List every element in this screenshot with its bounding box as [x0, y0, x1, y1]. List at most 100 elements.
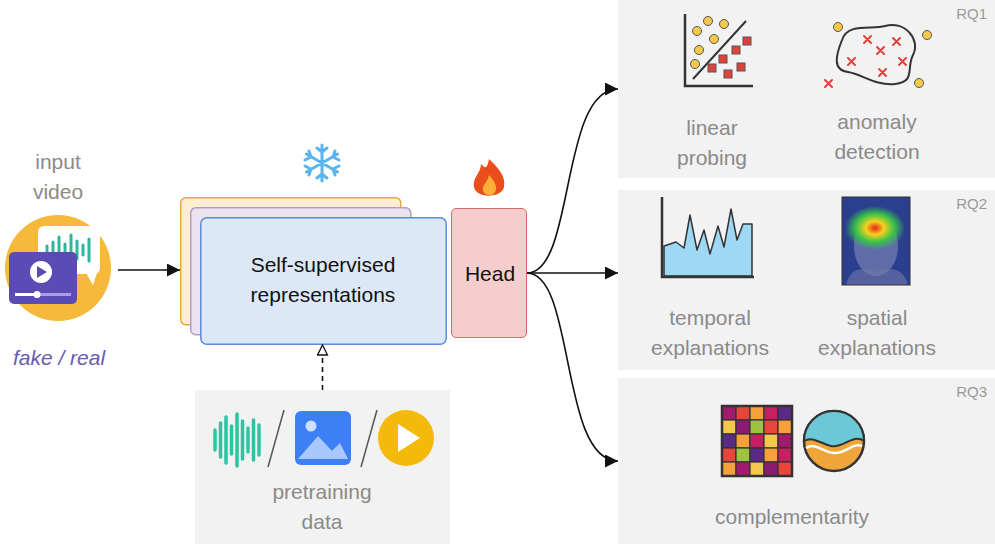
method-label: anomaly detection [812, 107, 942, 167]
slash [361, 410, 377, 467]
cluster-outline [837, 25, 915, 84]
temporal-plot-icon [662, 197, 754, 277]
cell [736, 420, 750, 434]
cell [778, 406, 792, 420]
rq-tag: RQ3 [923, 382, 987, 402]
slash [268, 410, 284, 467]
method-label: temporal explanations [635, 303, 785, 363]
shoulders [846, 269, 908, 285]
point [720, 20, 729, 29]
point [691, 60, 700, 69]
axes [662, 197, 754, 277]
method-label: complementarity [682, 502, 902, 532]
point [743, 37, 751, 45]
video-screen [9, 252, 77, 304]
cell [778, 448, 792, 462]
point [737, 63, 745, 71]
point [834, 23, 843, 32]
cell [764, 420, 778, 434]
speech-tail [86, 273, 97, 285]
encoder-stack: Self-supervised representations [180, 197, 447, 345]
point [708, 64, 716, 72]
input-group: input video fake / real [0, 145, 118, 395]
progress-knob [34, 291, 41, 298]
lower-half [804, 411, 864, 471]
video-circle [378, 410, 434, 466]
cell [736, 462, 750, 476]
encoder-label: Self-supervised representations [223, 250, 423, 310]
audio-wave [215, 414, 259, 466]
matrix-frame [722, 406, 792, 476]
anomaly-icon [825, 23, 932, 88]
heatmap [845, 206, 905, 250]
connector-arrow [322, 345, 324, 390]
heatmap-face-icon [842, 197, 910, 285]
anomaly-crosses [825, 36, 906, 87]
score-area [664, 209, 752, 276]
snowflake-lines [305, 145, 339, 181]
point [732, 46, 740, 54]
panel-label: pretraining data [257, 477, 387, 537]
image-sun [306, 421, 317, 432]
matrix-icon [722, 406, 792, 476]
point [710, 35, 719, 44]
frame [842, 197, 910, 285]
flame-outer [474, 159, 505, 196]
audio-wave [47, 235, 89, 265]
image-mountain [298, 436, 348, 459]
cell [750, 434, 764, 448]
method-label: spatial explanations [802, 303, 952, 363]
axes [685, 14, 753, 86]
point [724, 70, 732, 78]
pretraining-icons [215, 410, 434, 467]
cell [778, 420, 792, 434]
connector-arrow [527, 272, 618, 274]
method-label: linear probing [652, 113, 772, 173]
rq-tag: RQ2 [923, 194, 987, 214]
point [693, 27, 702, 36]
progress-bar [15, 293, 37, 296]
icon-circle [5, 215, 111, 321]
rq-panel: RQ3 complementarity [618, 378, 995, 544]
separator-line [693, 21, 746, 79]
scatter-icon [685, 14, 753, 86]
cell [722, 462, 736, 476]
image-icon [295, 411, 351, 465]
point [923, 31, 932, 40]
input-label: input video [13, 147, 103, 207]
rq-panel: RQ1 linear probing anomaly detection [618, 0, 995, 178]
wave-gap [806, 445, 862, 453]
cell [750, 462, 764, 476]
head-box: Head [451, 208, 527, 338]
cell [778, 434, 792, 448]
connector-arrow [527, 273, 618, 461]
face [854, 216, 898, 276]
play-circle [30, 261, 52, 283]
cell [764, 462, 778, 476]
speech-bubble [38, 226, 100, 274]
cell [736, 434, 750, 448]
rq-tag: RQ1 [923, 4, 987, 24]
cell [722, 420, 736, 434]
progress-track [15, 293, 71, 296]
cell [722, 434, 736, 448]
venn-icon [804, 411, 864, 471]
process-box [201, 218, 447, 345]
connector-arrow [118, 269, 180, 271]
cell [750, 448, 764, 462]
point [719, 55, 727, 63]
connector-arrow [527, 89, 618, 273]
cell [764, 448, 778, 462]
play-triangle [398, 424, 420, 452]
head-label: Head [452, 259, 528, 289]
target-label: fake / real [0, 343, 118, 373]
rq-panel: RQ2 temporal explanations spatial explanat… [618, 190, 995, 370]
cell [750, 420, 764, 434]
snowflake-icon [305, 145, 339, 181]
cell [764, 434, 778, 448]
point [915, 79, 924, 88]
face-background [842, 197, 910, 285]
point [695, 46, 704, 55]
video-icon [5, 215, 111, 321]
pretraining-panel: pretraining data [195, 390, 450, 544]
